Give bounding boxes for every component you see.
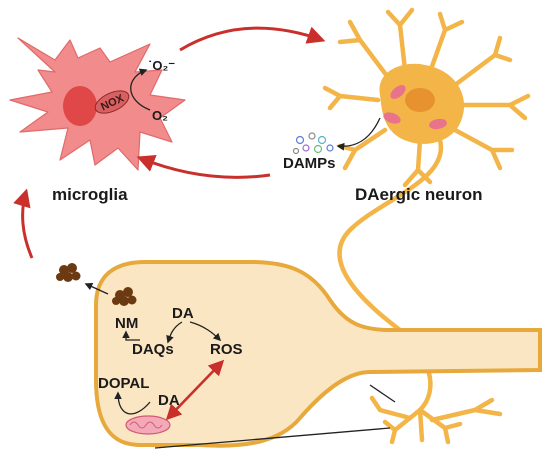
microglia-label: microglia	[52, 185, 128, 204]
nm-to-microglia-arrow	[13, 188, 34, 259]
neuron-label: DAergic neuron	[355, 185, 483, 204]
dopaminergic-neuron	[322, 7, 531, 445]
da-bottom-label: DA	[158, 392, 180, 409]
dopal-label: DOPAL	[98, 375, 149, 392]
nm-release-arrow	[84, 283, 109, 295]
microglia-nucleus	[63, 86, 97, 126]
zoom-line-top	[369, 384, 396, 403]
microglia-to-neuron-arrow	[179, 26, 326, 52]
terminal-mitochondrion	[125, 415, 171, 435]
neuron-to-microglia-arrow	[136, 154, 271, 179]
ros-label: ROS	[210, 341, 243, 358]
oxygen-label: O₂	[152, 108, 168, 123]
da-top-label: DA	[172, 305, 194, 322]
damps-label: DAMPs	[283, 155, 336, 172]
daqs-to-nm-arrow	[122, 330, 140, 341]
damps-particles	[292, 132, 334, 155]
neuron-to-damps-arrow	[336, 117, 381, 151]
zoom-line-bottom	[154, 427, 391, 449]
da-to-dopal-arrow	[114, 391, 151, 415]
neuron-mitochondria	[383, 85, 447, 130]
daqs-label: DAQs	[132, 341, 174, 358]
microglia-cell: NOX	[9, 37, 186, 171]
o2-to-superoxide-arrow	[130, 68, 151, 111]
superoxide-label: ˙O₂⁻	[148, 58, 175, 73]
neuron-nucleus	[405, 88, 435, 112]
da-to-daqs-arrow	[166, 321, 183, 344]
nox-enzyme	[94, 90, 130, 114]
ros-mitochondria-arrow	[165, 359, 225, 421]
da-to-ros-arrow	[189, 321, 222, 342]
neuromelanin-released	[56, 263, 81, 282]
nm-label: NM	[115, 315, 138, 332]
neuromelanin-inside	[112, 287, 137, 306]
